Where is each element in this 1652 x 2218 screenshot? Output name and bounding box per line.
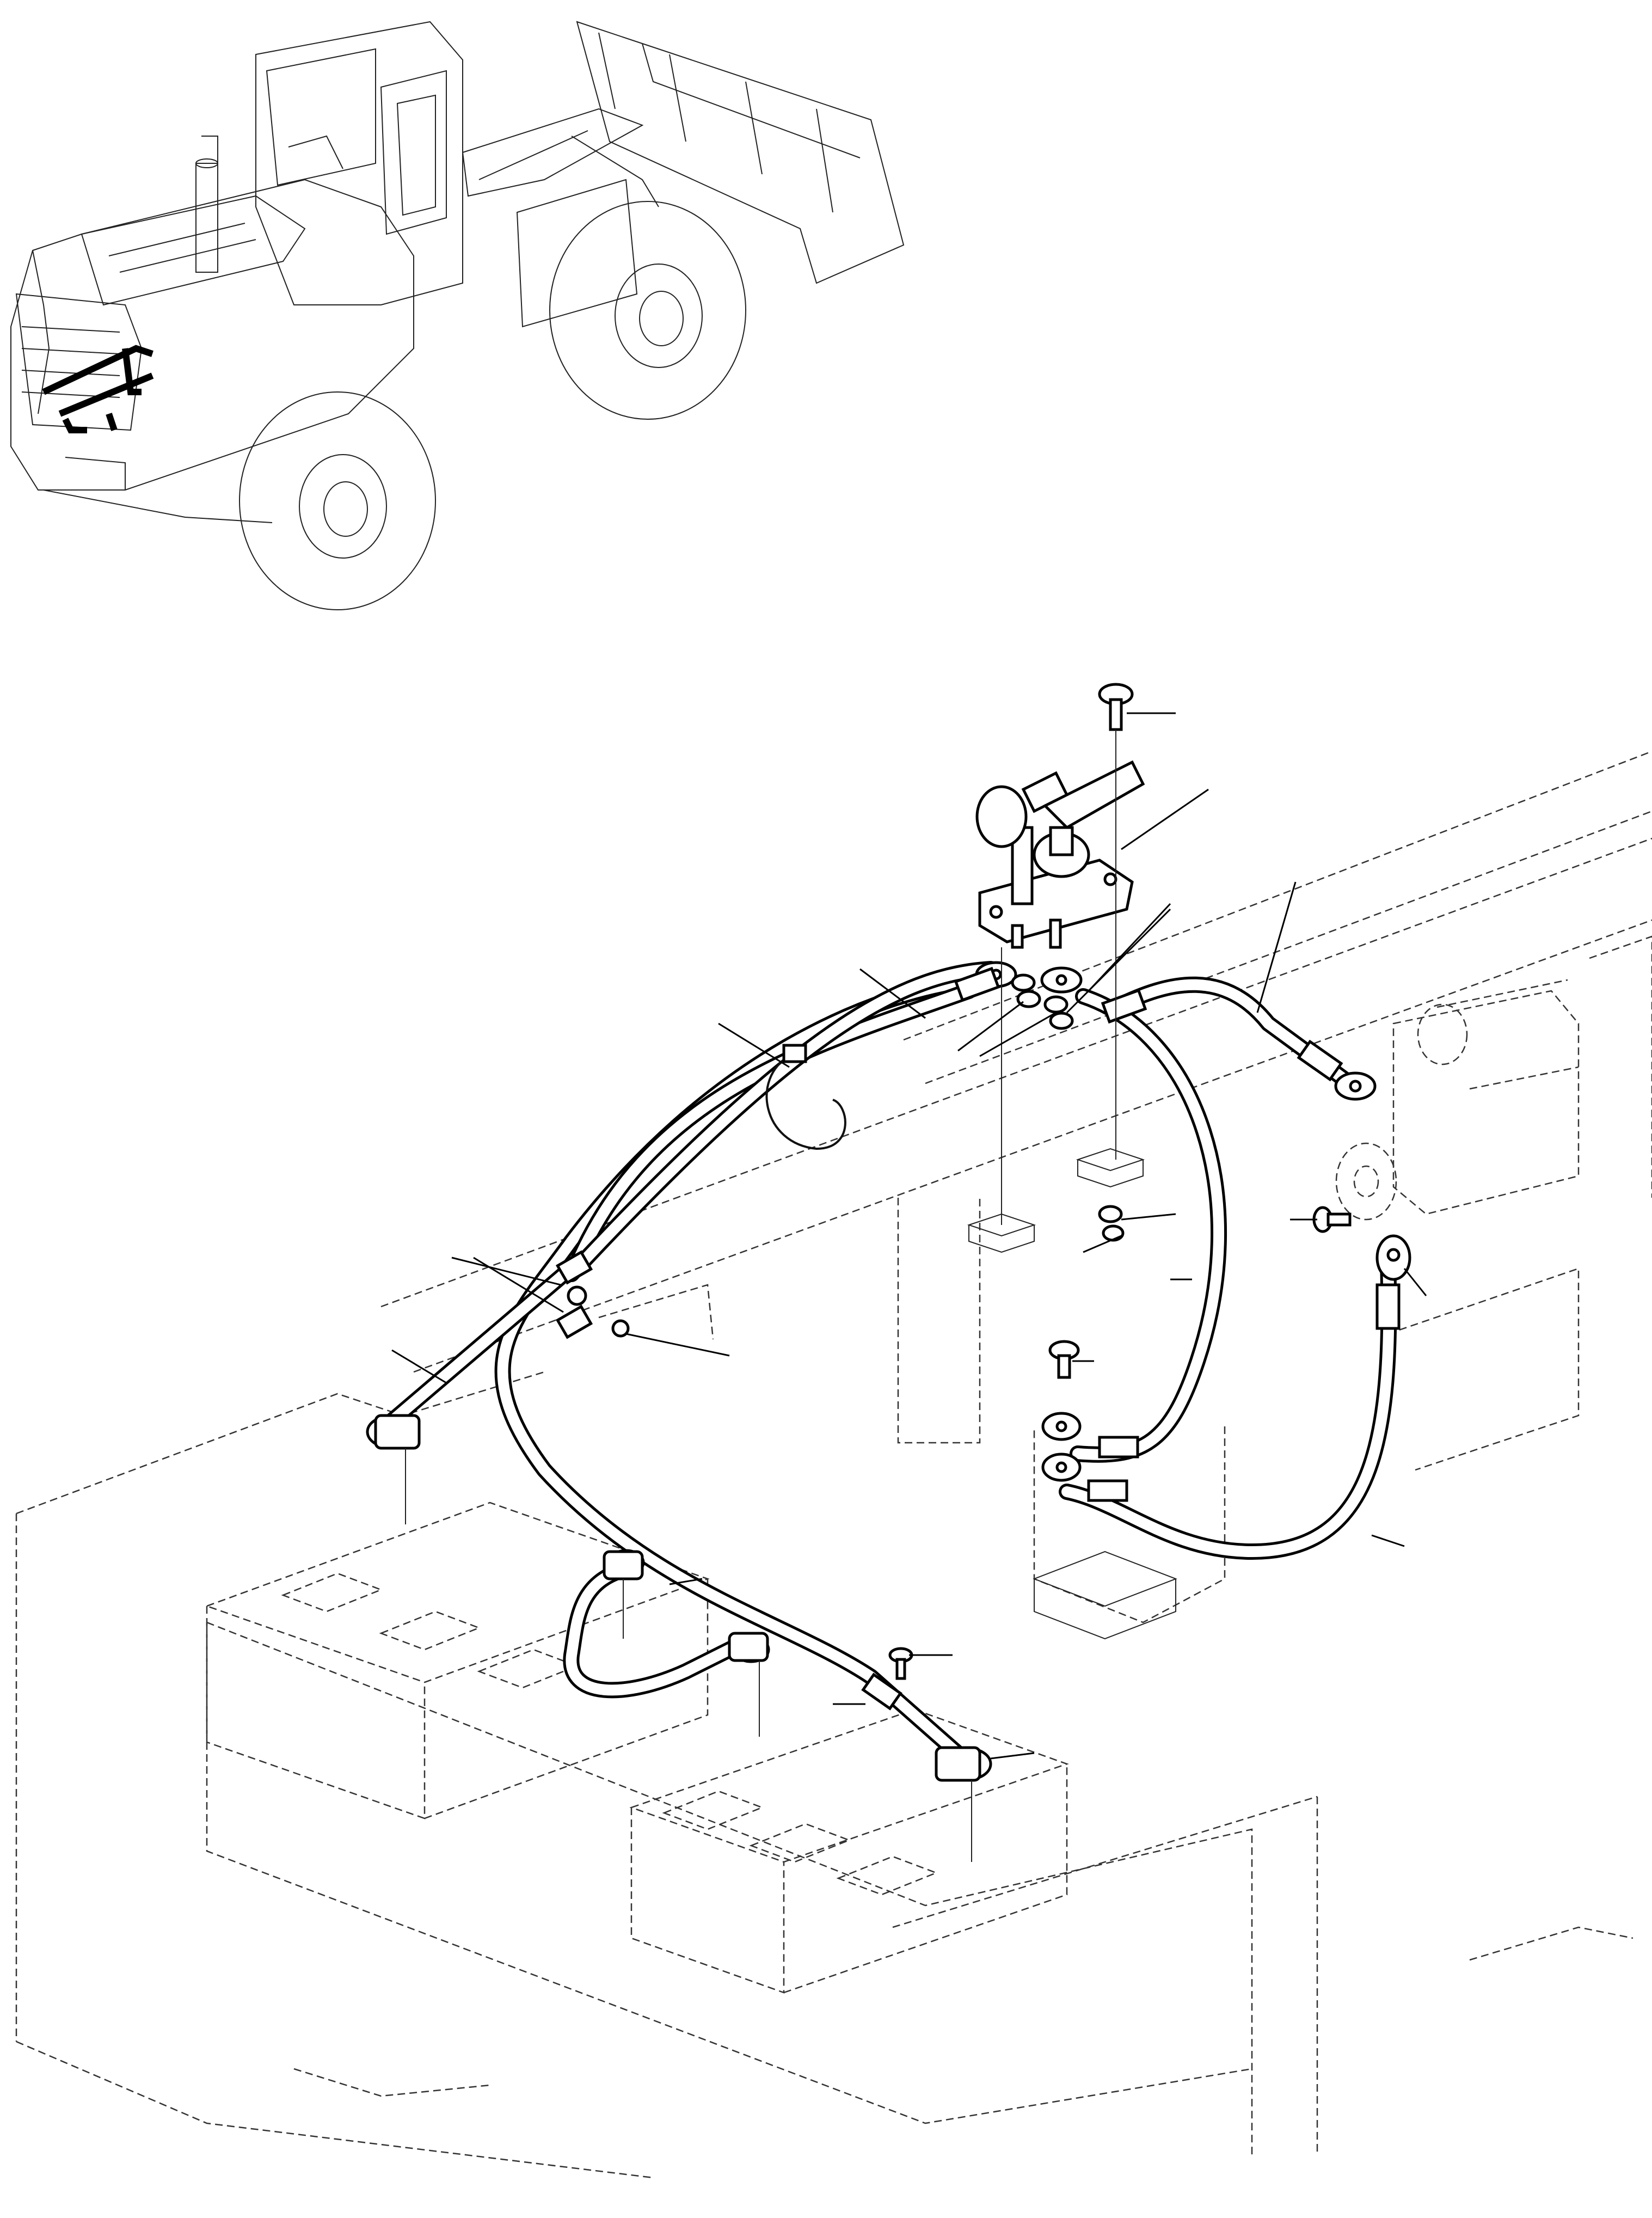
cable-sleeves <box>555 966 1401 1711</box>
battery-main-switch <box>975 760 1145 949</box>
loader-wheels <box>239 179 746 610</box>
battery-clamps <box>374 1414 981 1782</box>
loader-bucket <box>576 21 905 284</box>
bolt-small-right <box>1312 1206 1352 1233</box>
mounting-pads <box>967 1148 1177 1640</box>
cable-ground <box>1059 1255 1397 1560</box>
loader-location-marker <box>42 345 154 433</box>
cable-left-branch <box>563 961 999 1282</box>
leader-lines <box>391 712 1427 1760</box>
nuts-and-washers <box>1011 973 1125 1242</box>
chassis-frame-outline <box>15 750 1652 2179</box>
loader-exhaust-stack <box>195 136 218 273</box>
cable-clamp <box>567 1044 846 1338</box>
cable-left-upper <box>384 983 977 1429</box>
loader-cab <box>255 21 463 305</box>
cable-terminals <box>366 961 1411 1781</box>
bolt-center <box>1048 1340 1080 1379</box>
battery-left <box>205 1502 710 1819</box>
starter-motor <box>1335 979 1580 1221</box>
cable-long-positive <box>494 972 988 1767</box>
cable-battery-link <box>563 1560 748 1699</box>
loader-lift-arms <box>462 108 659 207</box>
bolt-battery-right <box>888 1647 913 1680</box>
cable-loop-right <box>1070 988 1227 1463</box>
bolt-top <box>1098 683 1134 731</box>
alignment-lines <box>405 730 1116 1862</box>
battery-right <box>629 1708 1069 1994</box>
